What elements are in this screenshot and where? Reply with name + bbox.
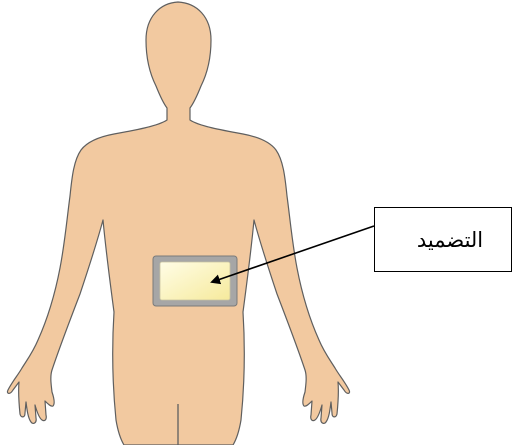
bandage-pad xyxy=(160,262,230,300)
bandage-label: التضميد xyxy=(403,228,483,252)
label-box: التضميد xyxy=(374,207,512,272)
body-silhouette xyxy=(7,2,349,445)
